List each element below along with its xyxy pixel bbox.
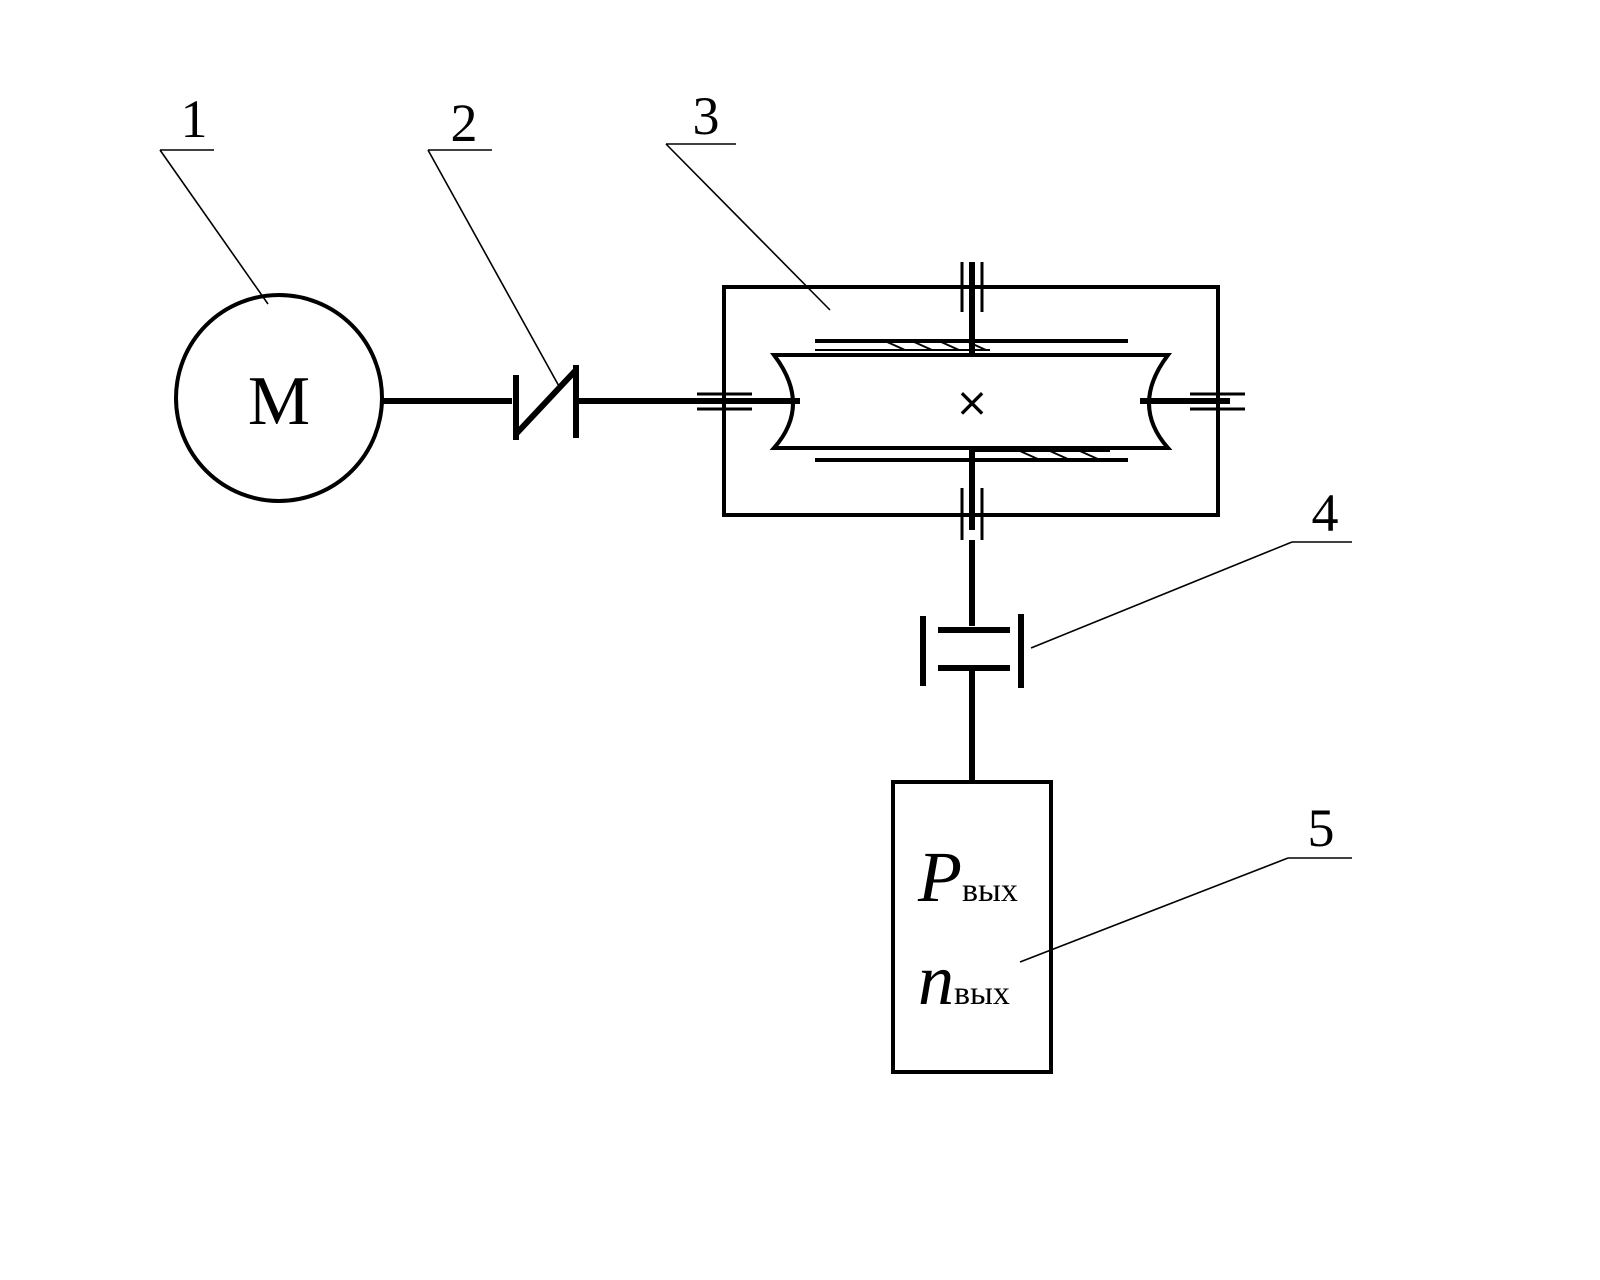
callout-1: 1 [159,89,269,305]
working-machine: Pвых nвых [891,780,1053,1074]
callout-2: 2 [427,93,561,389]
callout-5: 5 [1019,798,1352,963]
wheel-top-bearing [960,262,984,312]
gearbox: × [697,262,1245,540]
worm [769,353,1173,450]
worm-right-bearing [1190,392,1245,411]
worm-wheel-axis-mark: × [955,380,989,426]
output-speed-label: nвых [918,940,1010,1020]
wheel-bottom-bearing [960,488,984,540]
output-power-label: Pвых [917,837,1018,917]
callout-4: 4 [1030,483,1352,649]
callout-number-2: 2 [451,93,478,153]
coupling [513,365,579,440]
callout-number-3: 3 [693,86,720,146]
callout-number-5: 5 [1308,798,1335,858]
motor: M [174,293,384,503]
motor-symbol: M [248,363,310,440]
worm-left-bearing [697,392,800,411]
callout-3: 3 [665,86,831,311]
callout-number-4: 4 [1312,483,1339,543]
callout-number-1: 1 [181,89,208,149]
